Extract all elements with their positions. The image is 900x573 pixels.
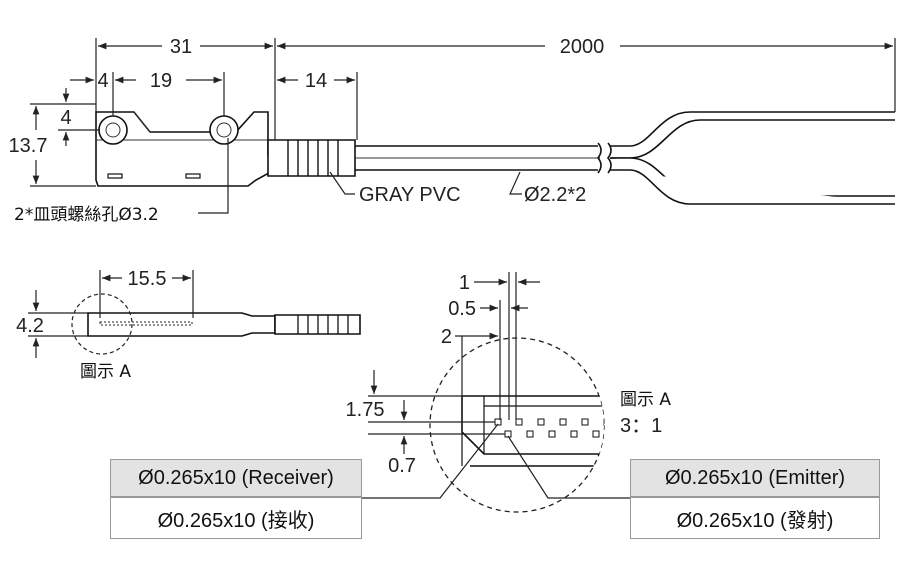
cable — [355, 111, 895, 205]
screw-hole-right — [209, 115, 239, 145]
dim-1: 1 — [459, 272, 470, 294]
dim-2: 2 — [441, 326, 452, 348]
dim-1-75: 1.75 — [346, 399, 385, 421]
screw-hole-label: 2*皿頭螺絲孔Ø3.2 — [14, 205, 159, 225]
detail-a-view: 1 0.5 2 1.75 0.7 圖示 A 3：1 — [346, 272, 671, 513]
dim-4-side: 4 — [60, 107, 71, 129]
dim-19: 19 — [150, 70, 172, 92]
dim-0-5: 0.5 — [448, 298, 476, 320]
sensor-side-view: 圖示 A 15.5 4.2 — [16, 268, 361, 382]
dim-4-top: 4 — [97, 70, 108, 92]
dim-14: 14 — [305, 70, 327, 92]
cable-spec-label: Ø2.2*2 — [524, 184, 586, 206]
receiver-table-header: Ø0.265x10 (Receiver) — [110, 459, 362, 497]
cable-material-label: GRAY PVC — [359, 184, 461, 206]
dim-15-5: 15.5 — [128, 268, 167, 290]
dim-31: 31 — [170, 36, 192, 58]
sensor-top-view: 31 2000 4 19 14 4 13.7 2*皿頭螺絲孔Ø3.2 GRAY … — [9, 36, 896, 225]
view-a-title: 圖示 A — [620, 390, 671, 410]
detail-a-marker-circle — [71, 293, 133, 355]
emitter-table-header: Ø0.265x10 (Emitter) — [630, 459, 880, 497]
view-a-marker-label: 圖示 A — [80, 362, 131, 382]
dim-4-2: 4.2 — [16, 315, 44, 337]
view-a-scale: 3：1 — [620, 415, 662, 437]
strain-relief — [267, 139, 356, 177]
screw-hole-left — [98, 115, 128, 145]
dim-13-7: 13.7 — [9, 135, 48, 157]
dim-0-7: 0.7 — [388, 455, 416, 477]
dim-2000: 2000 — [560, 36, 605, 58]
receiver-table-body: Ø0.265x10 (接收) — [110, 497, 362, 539]
emitter-table-body: Ø0.265x10 (發射) — [630, 497, 880, 539]
